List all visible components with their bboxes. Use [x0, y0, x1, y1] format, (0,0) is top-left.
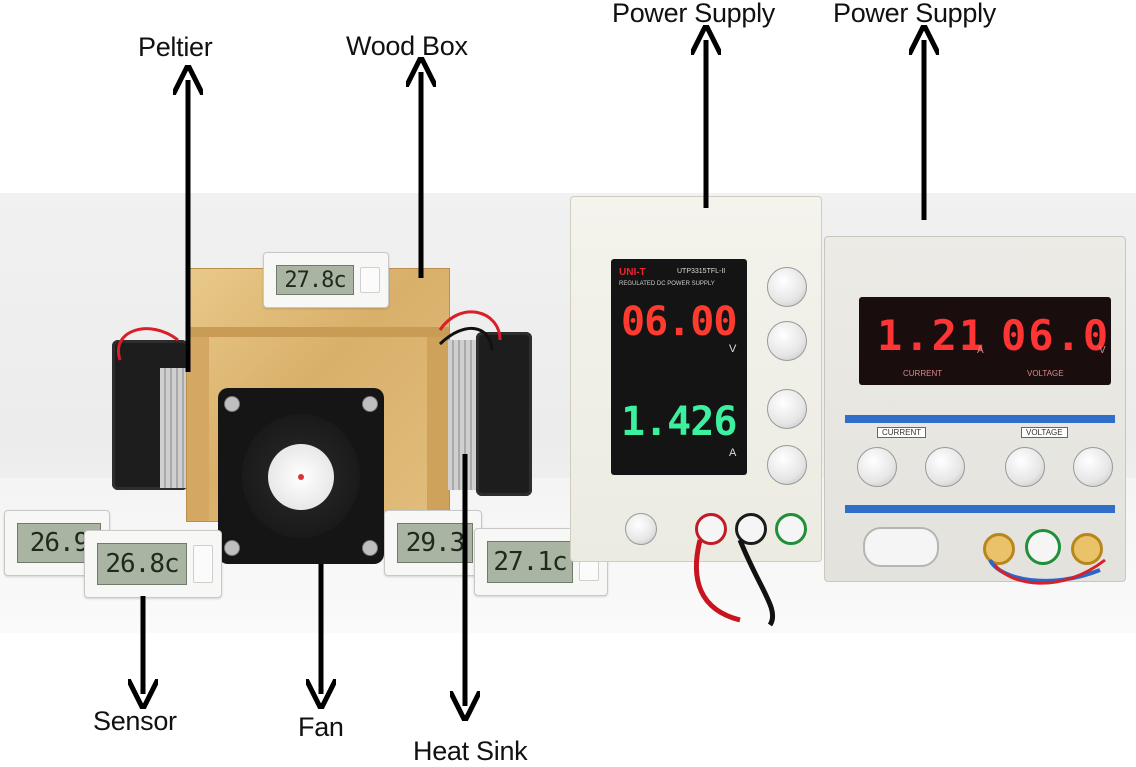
cable-red-right	[438, 310, 502, 341]
thermometer-left: 26.8c	[84, 530, 222, 598]
psu1-current-readout: 1.426	[621, 399, 737, 445]
right-side-fan	[476, 332, 532, 496]
psu2-current-caption: CURRENT	[903, 369, 943, 378]
negative-terminal[interactable]	[1071, 533, 1103, 565]
red-terminal[interactable]	[695, 513, 727, 545]
psu2-voltage-readout: 06.0	[1001, 311, 1111, 360]
label-peltier: Peltier	[138, 32, 213, 62]
cable-red-psu1	[693, 539, 741, 623]
current-fine-knob[interactable]	[767, 445, 807, 485]
thermometer-reading: 27.8c	[276, 265, 354, 295]
psu1-current-unit: A	[729, 447, 737, 459]
thermometer-tab	[193, 545, 213, 583]
psu2-current-readout: 1.21	[877, 311, 987, 360]
wood-rail-right	[427, 337, 449, 521]
fan-screw	[362, 396, 378, 412]
label-power-supply-2: Power Supply	[833, 0, 996, 28]
thermometer-tab	[360, 267, 380, 293]
voltage-fine-knob[interactable]	[1005, 447, 1045, 487]
psu2-power-switch[interactable]	[863, 527, 939, 567]
thermometer-reading: 26.8c	[97, 543, 187, 585]
cable-black-psu1	[737, 539, 776, 627]
current-fine-knob[interactable]	[857, 447, 897, 487]
label-power-supply-1: Power Supply	[612, 0, 775, 28]
psu2-voltage-caption: VOLTAGE	[1027, 369, 1064, 378]
green-terminal[interactable]	[775, 513, 807, 545]
label-heat-sink: Heat Sink	[413, 736, 528, 766]
label-sensor: Sensor	[93, 706, 177, 736]
control-band	[845, 415, 1115, 423]
fan-screw	[362, 540, 378, 556]
positive-terminal[interactable]	[983, 533, 1015, 565]
thermometer-reading: 27.1c	[487, 541, 573, 583]
panel-current-label: CURRENT	[877, 427, 927, 438]
psu1-display: UNI-T UTP3315TFL-II REGULATED DC POWER S…	[611, 259, 747, 475]
current-coarse-knob[interactable]	[925, 447, 965, 487]
psu2-current-unit: A	[977, 345, 984, 356]
cable-black-right	[438, 327, 494, 351]
psu1-brand: UNI-T	[619, 267, 646, 278]
voltage-coarse-knob[interactable]	[1073, 447, 1113, 487]
current-coarse-knob[interactable]	[767, 389, 807, 429]
wood-rail-top	[187, 327, 449, 337]
psu1-voltage-unit: V	[729, 343, 737, 355]
voltage-coarse-knob[interactable]	[767, 267, 807, 307]
fan-screw	[224, 396, 240, 412]
power-supply-1: UNI-T UTP3315TFL-II REGULATED DC POWER S…	[570, 196, 822, 562]
control-band-lower	[845, 505, 1115, 513]
thermometer-top: 27.8c	[263, 252, 389, 308]
power-supply-2: 1.21 A 06.0 V CURRENT VOLTAGE CURRENT VO…	[824, 236, 1126, 582]
fan-hub-dot	[298, 474, 304, 480]
voltage-fine-knob[interactable]	[767, 321, 807, 361]
psu2-display: 1.21 A 06.0 V CURRENT VOLTAGE	[859, 297, 1111, 385]
psu1-model: UTP3315TFL-II	[677, 268, 726, 275]
ground-terminal[interactable]	[1025, 529, 1061, 565]
fan-screw	[224, 540, 240, 556]
wood-rail-left	[187, 337, 209, 521]
front-fan	[218, 388, 384, 564]
label-fan: Fan	[298, 712, 344, 742]
psu2-voltage-unit: V	[1099, 345, 1106, 356]
cable-red-left	[116, 327, 179, 361]
black-terminal[interactable]	[735, 513, 767, 545]
thermometer-reading: 29.3	[397, 523, 473, 563]
cable-red-psu2	[993, 558, 1106, 585]
psu1-voltage-readout: 06.00	[621, 299, 737, 345]
panel-voltage-label: VOLTAGE	[1021, 427, 1068, 438]
psu1-power-button[interactable]	[625, 513, 657, 545]
psu1-subtitle: REGULATED DC POWER SUPPLY	[619, 281, 715, 287]
left-heat-sink	[160, 368, 188, 488]
label-wood-box: Wood Box	[346, 31, 468, 61]
